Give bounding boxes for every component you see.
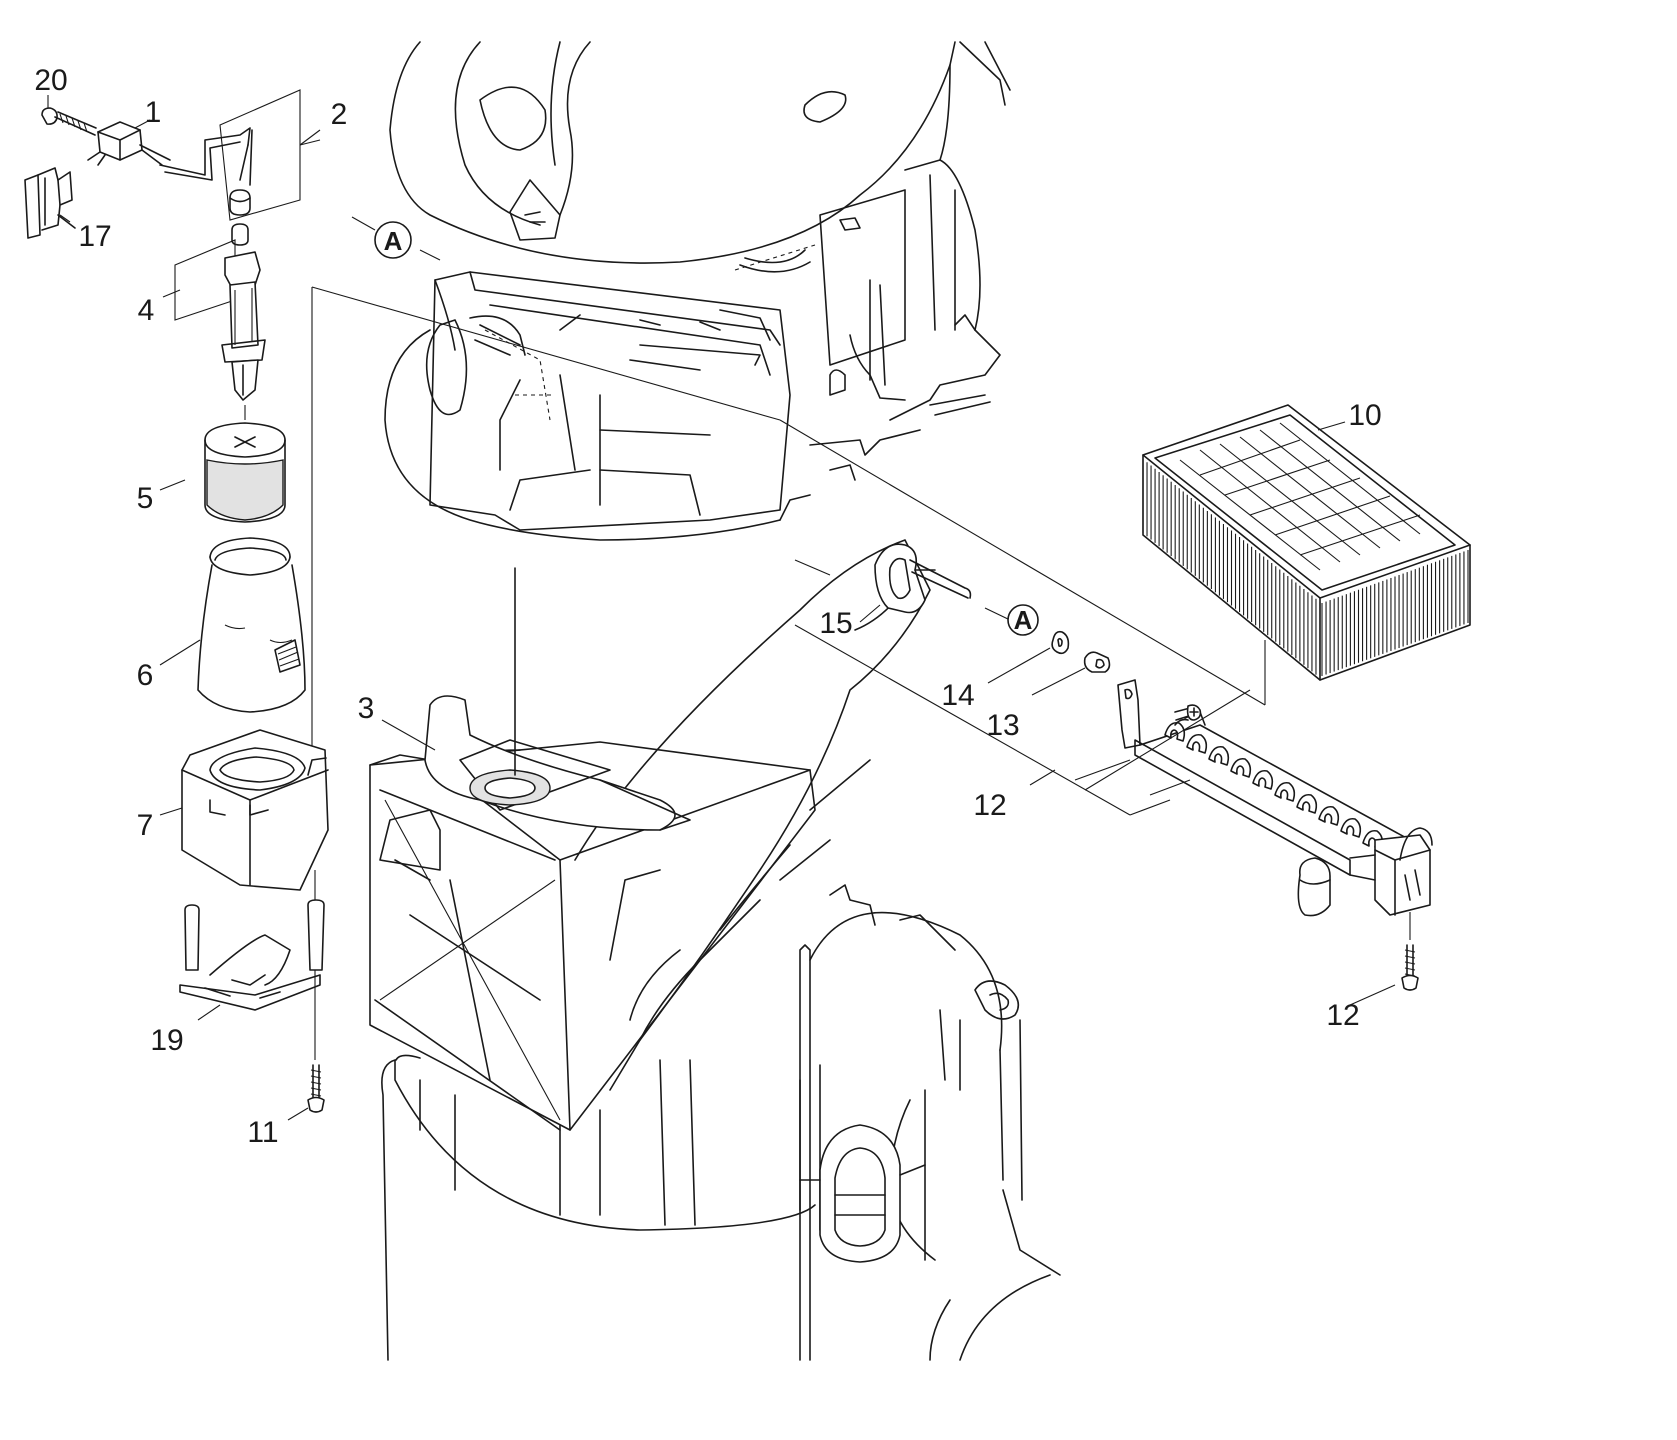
marker-lower-label: A	[1014, 605, 1033, 635]
filter-bag	[369, 539, 931, 1131]
rail-teeth	[1164, 721, 1384, 850]
callout-6: 6	[137, 659, 154, 692]
cartridge-pleats-side	[1321, 550, 1469, 676]
part-17-bracket	[24, 167, 76, 239]
callout-13: 13	[986, 709, 1019, 742]
callout-4: 4	[138, 294, 155, 327]
leader-lines	[244, 216, 1266, 1060]
callout-19: 19	[150, 1024, 183, 1057]
part-13-bushing	[1083, 651, 1111, 673]
callout-1: 1	[145, 96, 162, 129]
part-20-screw	[41, 107, 97, 136]
callout-labels: 20 1 2 17 4 5 6 7 19 11 3 10 15 14 13 12…	[34, 64, 1381, 1149]
part-5-filter	[204, 422, 286, 523]
part-11-rail	[794, 624, 1433, 940]
callout-2: 2	[331, 98, 348, 131]
callout-12-right: 12	[1326, 999, 1359, 1032]
callout-5: 5	[137, 482, 154, 515]
callout-3: 3	[358, 692, 375, 725]
part-10-cartridge-filter	[1142, 404, 1471, 681]
part-12-screw-right	[1401, 944, 1419, 991]
container-tank	[381, 884, 1061, 1361]
part-6-bag	[197, 537, 306, 713]
callout-17: 17	[78, 220, 111, 253]
part-2-lever	[159, 89, 321, 246]
marker-top-label: A	[384, 226, 403, 256]
marker-lower: A	[1007, 604, 1039, 636]
callout-11: 12	[973, 789, 1006, 822]
cartridge-pleats-front	[1142, 459, 1321, 678]
callout-15: 15	[819, 607, 852, 640]
part-14-washer	[1051, 630, 1070, 655]
part-15-handle	[794, 543, 1011, 621]
callout-10: 10	[1348, 399, 1381, 432]
callout-14: 14	[941, 679, 974, 712]
callout-7: 7	[137, 809, 154, 842]
marker-top: A	[374, 221, 412, 259]
part-12-screw-left	[307, 1064, 325, 1113]
upper-housing	[384, 41, 1011, 541]
part-1-switch	[87, 121, 171, 166]
part-19-plate	[179, 899, 325, 1011]
callout-20: 20	[34, 64, 67, 97]
callout-leaders	[47, 95, 1396, 1121]
part-4-valve	[174, 239, 266, 401]
part-7-basket	[181, 729, 329, 891]
callout-12-left: 11	[247, 1116, 278, 1149]
